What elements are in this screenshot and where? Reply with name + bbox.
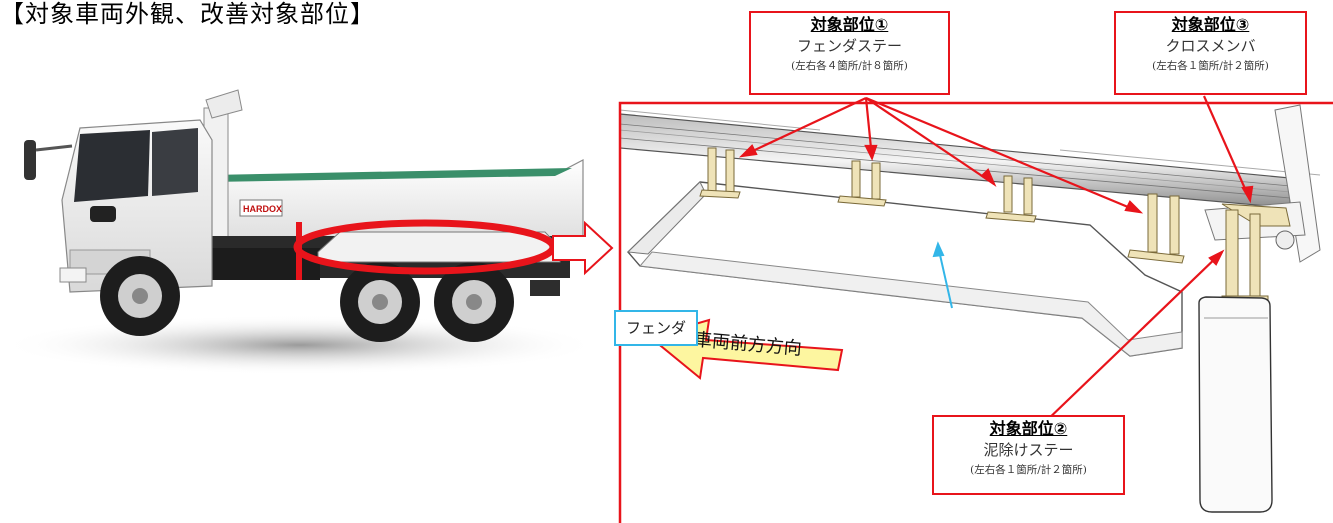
leader-line-part3 — [1202, 95, 1254, 204]
front-wheel — [100, 256, 180, 336]
callout-part1: 対象部位① フェンダステー (左右各４箇所/計８箇所) — [749, 11, 950, 95]
leader-lines-part1 — [738, 96, 1144, 214]
callout-part1-heading: 対象部位① — [810, 15, 889, 34]
fender-label: フェンダ — [614, 310, 698, 346]
zoom-frame-border — [618, 101, 1333, 523]
target-area-start-marker — [296, 222, 302, 280]
leader-line-part2 — [1041, 249, 1225, 426]
fender-stay-2 — [837, 160, 887, 207]
callout-part1-note: (左右各４箇所/計８箇所) — [791, 60, 908, 72]
callout-part2-note: (左右各１箇所/計２箇所) — [970, 464, 1087, 476]
callout-part2-heading: 対象部位② — [989, 419, 1068, 438]
callout-part3-name: クロスメンバ — [1165, 37, 1256, 55]
ground-shadow — [0, 315, 600, 375]
fender-stay-4 — [1127, 193, 1185, 264]
page-title: 【対象車両外観、改善対象部位】 — [0, 0, 375, 28]
rear-wheel-2 — [434, 262, 514, 342]
fender-stay-3 — [985, 175, 1037, 223]
callout-part3: 対象部位③ クロスメンバ (左右各１箇所/計２箇所) — [1114, 11, 1307, 95]
callout-part2-name: 泥除けステー — [983, 441, 1074, 459]
callout-part1-name: フェンダステー — [796, 37, 902, 55]
vehicle-front-direction-arrow — [647, 318, 844, 380]
zoom-pointer-arrow — [552, 220, 614, 276]
rear-wheel-1 — [340, 262, 420, 342]
callout-part3-heading: 対象部位③ — [1171, 15, 1250, 34]
mud-flap — [1198, 296, 1273, 513]
callout-part3-note: (左右各１箇所/計２箇所) — [1152, 60, 1269, 72]
brand-plate: HARDOX — [243, 204, 282, 214]
leader-line-fender — [932, 241, 953, 309]
fender-stay-1 — [699, 147, 741, 199]
callout-part2: 対象部位② 泥除けステー (左右各１箇所/計２箇所) — [932, 415, 1125, 495]
